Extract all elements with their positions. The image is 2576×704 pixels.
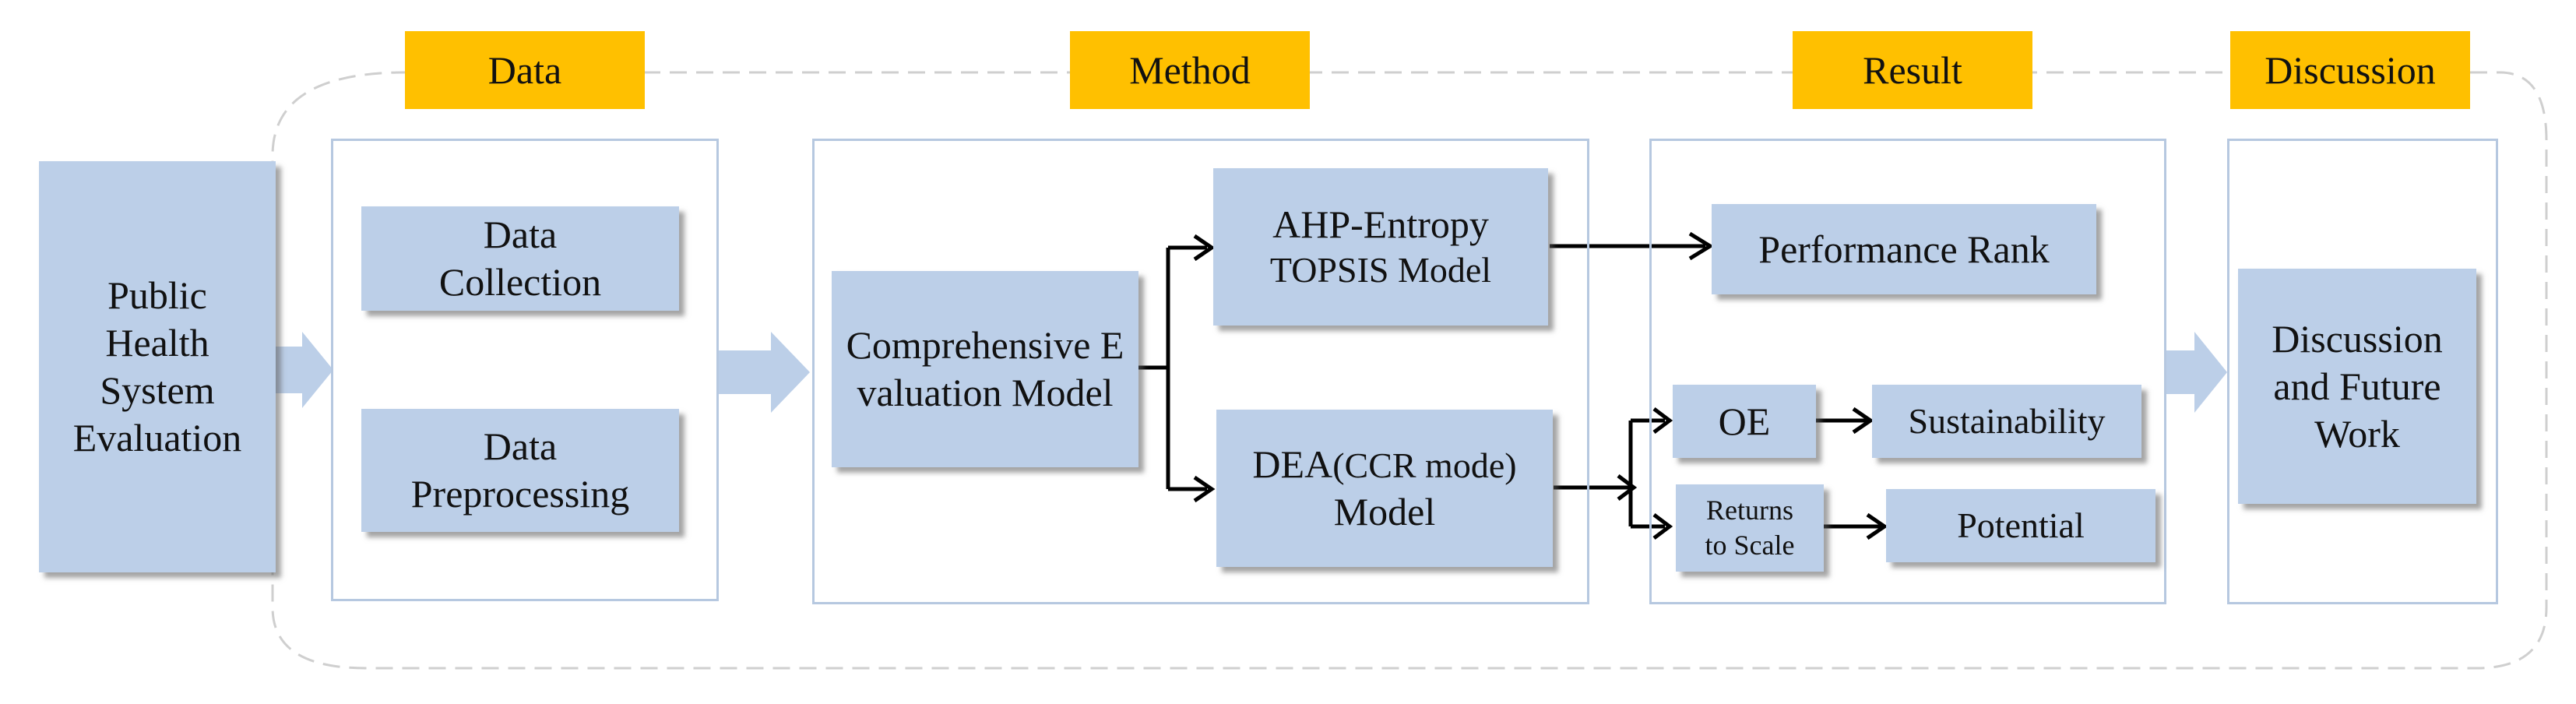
- node-ahp-line1: AHP-Entropy: [1272, 202, 1489, 247]
- node-comprehensive-label: Comprehensive Evaluation Model: [846, 323, 1124, 414]
- node-returns-line2: to Scale: [1705, 530, 1795, 561]
- stage-label-result: Result: [1863, 48, 1962, 92]
- node-performance-rank-label: Performance Rank: [1758, 227, 2050, 271]
- stage-label-discussion: Discussion: [2265, 48, 2436, 92]
- stage-tag-method: Method: [1070, 31, 1310, 109]
- frame-discussion: [2227, 139, 2498, 604]
- fork-connector-dea: [1554, 418, 1665, 529]
- arrowhead-dea: [1193, 475, 1216, 503]
- arrowhead-potential: [1866, 512, 1888, 540]
- node-dea-line1a: DEA: [1252, 442, 1333, 486]
- node-dea: DEA(CCR mode) Model: [1216, 410, 1553, 567]
- node-performance-rank: Performance Rank: [1712, 204, 2096, 294]
- node-data-collection-label: Data Collection: [438, 213, 602, 304]
- stage-label-data: Data: [487, 48, 562, 92]
- frame-result: [1649, 139, 2166, 604]
- arrowhead-ahp: [1193, 234, 1216, 262]
- node-returns-line1: Returns: [1706, 495, 1793, 526]
- dashed-outline: [271, 71, 2548, 670]
- block-arrow-3: [2166, 332, 2227, 413]
- stage-tag-data: Data: [405, 31, 645, 109]
- block-arrow-1: [274, 332, 333, 408]
- stage-tag-discussion: Discussion: [2230, 31, 2470, 109]
- node-oe: OE: [1673, 385, 1816, 458]
- node-sustainability-label: Sustainability: [1908, 400, 2106, 441]
- node-dea-line1b: (CCR mode): [1332, 445, 1517, 485]
- block-arrow-2: [717, 332, 810, 413]
- node-discussion-future: Discussion and Future Work: [2238, 269, 2476, 504]
- arrowhead-de-fork: [1617, 474, 1638, 501]
- stage-tag-result: Result: [1793, 31, 2032, 109]
- node-data-preprocessing: Data Preprocessing: [361, 409, 679, 532]
- node-public-health-label: Public Health System Evaluation: [72, 273, 242, 459]
- arrowhead-sustainability: [1852, 407, 1874, 435]
- frame-data: [331, 139, 719, 601]
- arrowhead-oe: [1652, 407, 1673, 434]
- node-ahp-topsis: AHP-Entropy TOPSIS Model: [1213, 168, 1548, 326]
- node-ahp-line2: TOPSIS Model: [1269, 250, 1492, 290]
- arrowhead-returns: [1652, 513, 1673, 540]
- node-potential: Potential: [1886, 489, 2155, 562]
- stage-label-method: Method: [1129, 48, 1251, 92]
- node-sustainability: Sustainability: [1872, 385, 2141, 458]
- arrowhead-performance: [1688, 231, 1714, 261]
- fork-connector: [1135, 245, 1207, 491]
- node-data-collection: Data Collection: [361, 206, 679, 311]
- node-potential-label: Potential: [1957, 505, 2085, 545]
- node-discussion-future-label: Discussion and Future Work: [2272, 316, 2443, 456]
- node-returns-to-scale: Returns to Scale: [1676, 484, 1824, 572]
- node-comprehensive: Comprehensive Evaluation Model: [832, 271, 1138, 467]
- node-dea-line2: Model: [1333, 490, 1436, 533]
- node-public-health: Public Health System Evaluation: [39, 161, 276, 572]
- frame-method: [812, 139, 1589, 604]
- node-oe-label: OE: [1718, 399, 1771, 443]
- node-data-preprocessing-label: Data Preprocessing: [410, 424, 630, 516]
